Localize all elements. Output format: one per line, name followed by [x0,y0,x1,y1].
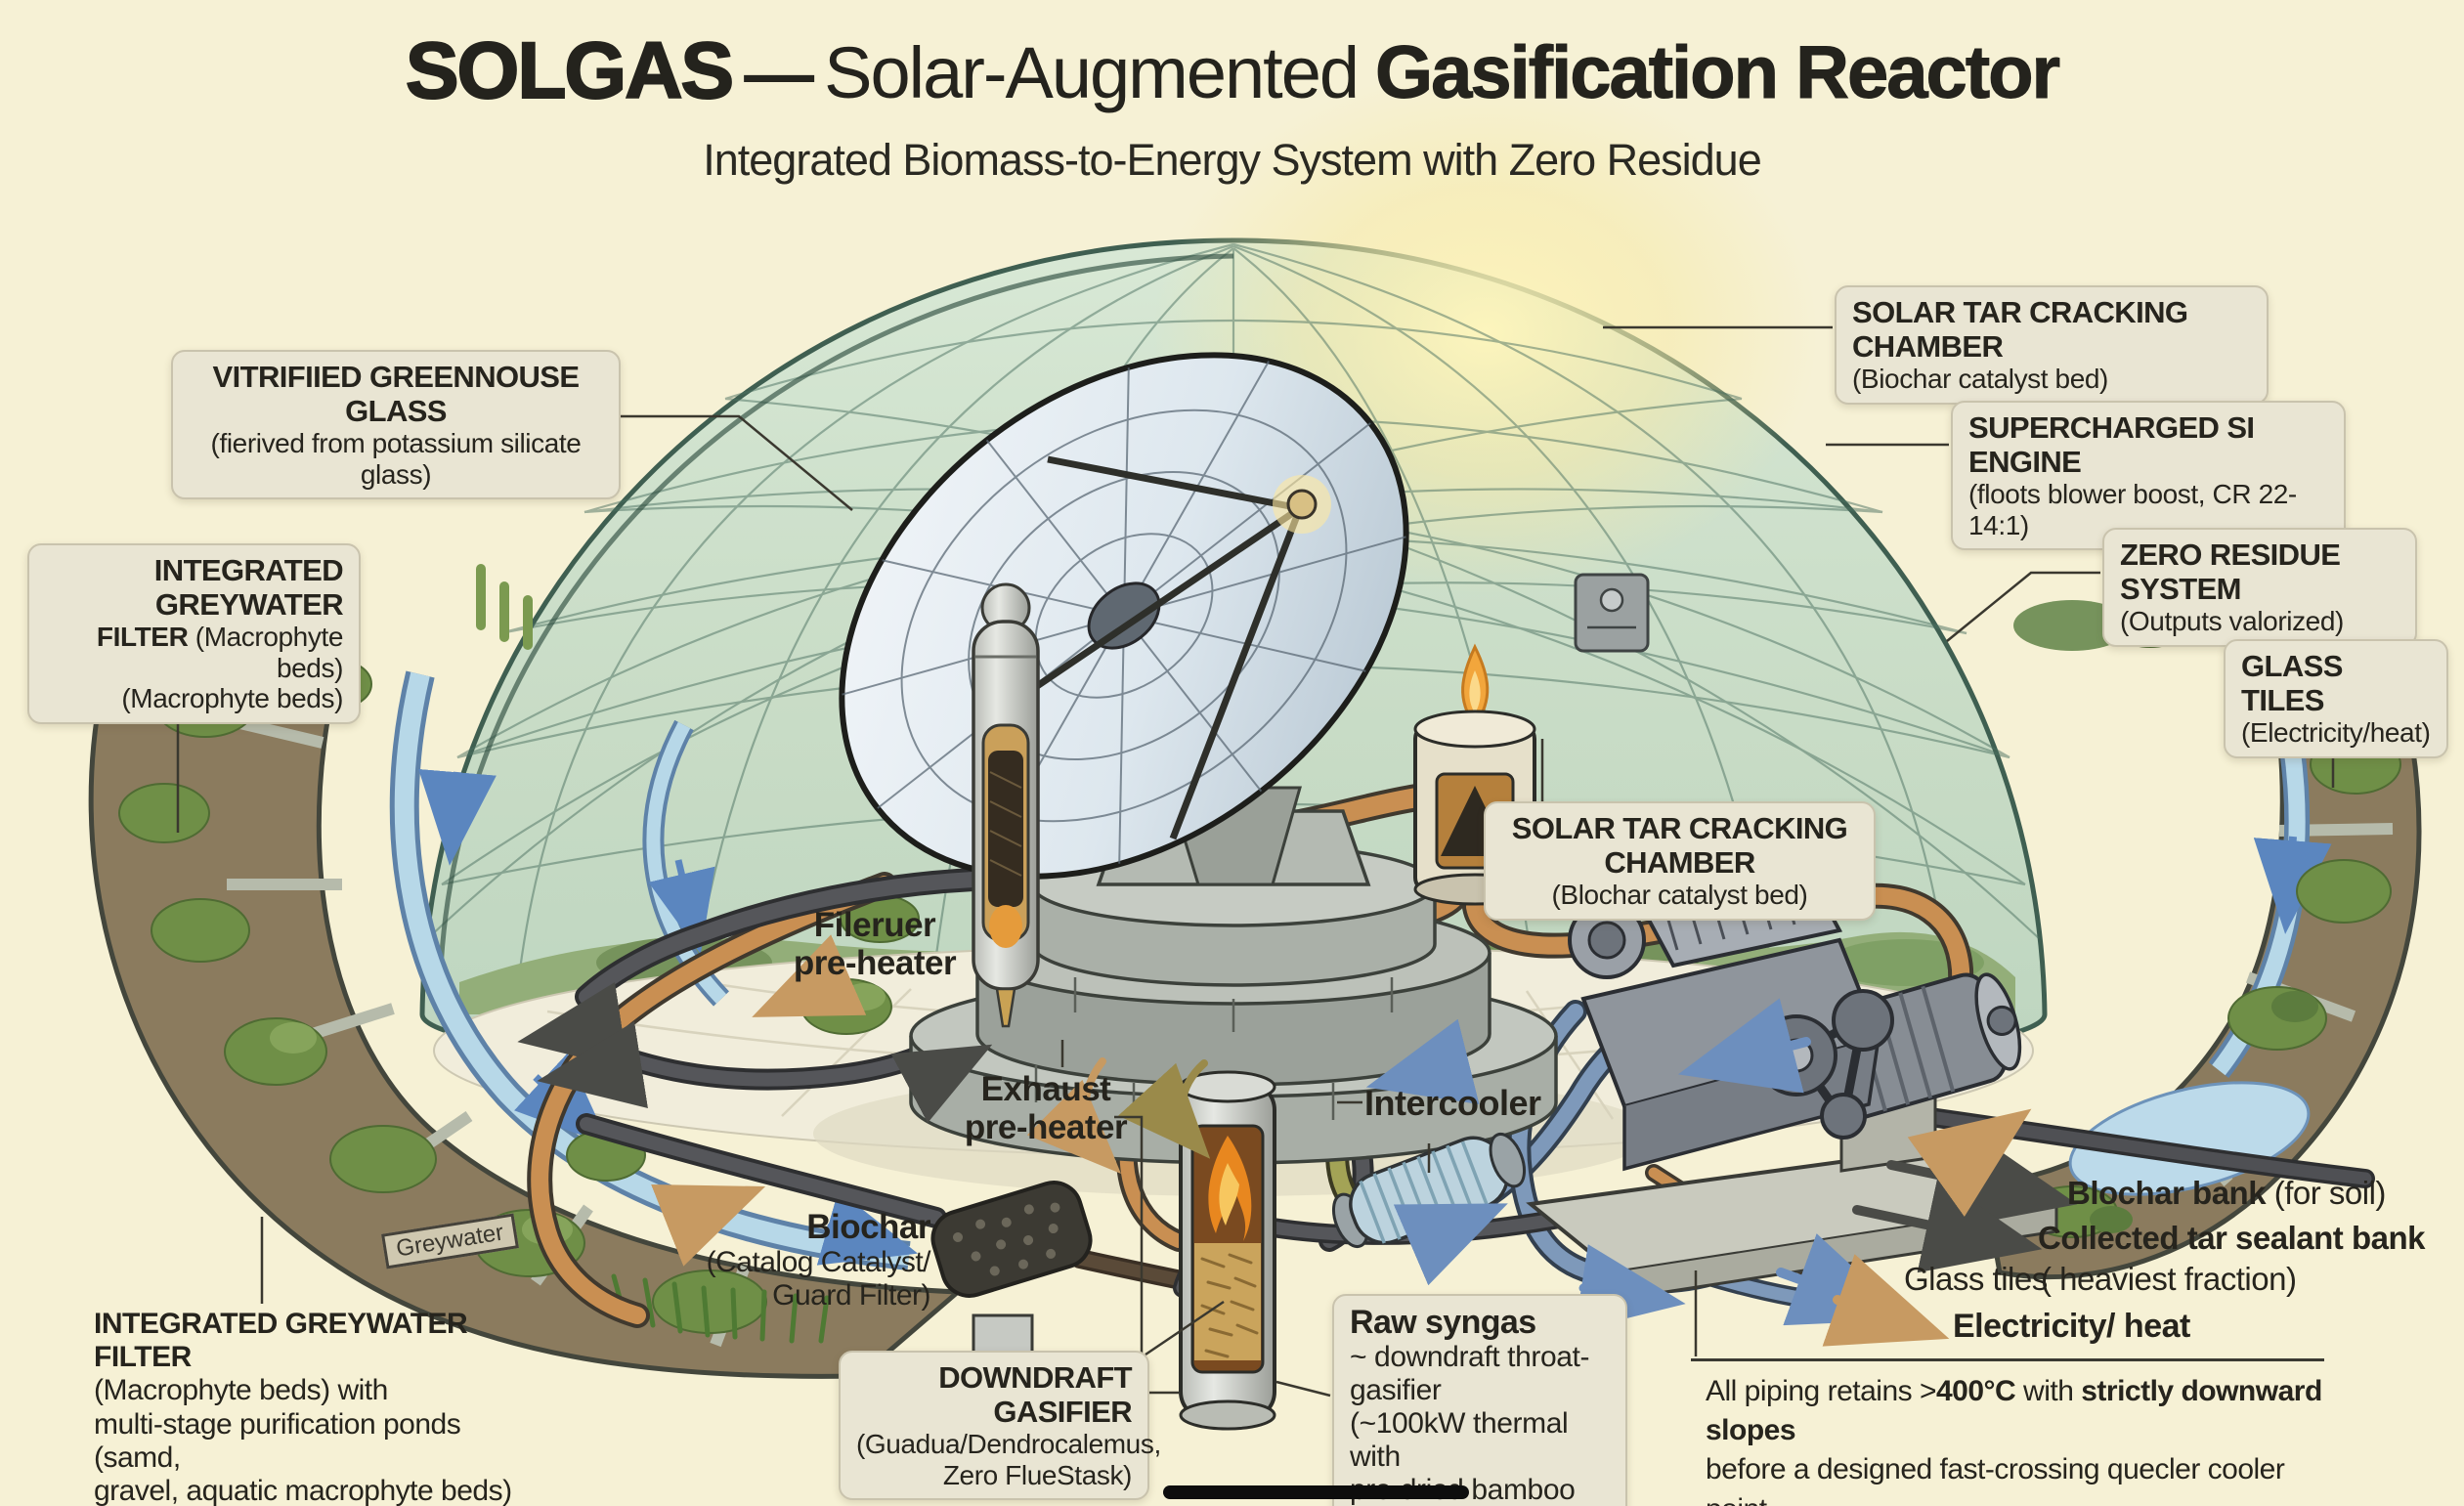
callout-downdraft-gasifier: DOWNDRAFT GASIFIER (Guadua/Dendrocalemus… [839,1351,1161,1501]
callout-subtitle: (Blochar catalyst bed) [1551,880,1808,911]
footnote-seg: with [2015,1375,2082,1407]
label-line2: (Catalog Catalyst/ [706,1246,931,1279]
callout-vitrified-glass: VITRIFIIED GREENNOUSE GLASS (fierived fr… [171,350,621,500]
label-line2: pre-heater [793,943,957,982]
label-filter-preheater: Fileruer pre-heater [748,906,1002,982]
label-line2: pre-heater [964,1107,1128,1146]
callout-glass-tiles: GLASS TILES (Electricity/heat) [2224,639,2448,758]
downdraft-gasifier-vessel [1179,1070,1276,1431]
footnote-line1: All piping retains >400°C with strictly … [1706,1372,2351,1450]
bottom-bar [1163,1485,1469,1499]
label-exhaust-preheater: Exhaust pre-heater [919,1070,1173,1146]
footnote-divider [1691,1358,2324,1361]
callout-line3: gasifier [1350,1374,1442,1407]
callout-title: SUPERCHARGED SI ENGINE [1968,410,2255,480]
footnote-line4: gravel, aquatic macrophyte beds) [94,1474,512,1506]
callout-solar-tar-mid: SOLAR TAR CRACKING CHAMBER (Blochar cata… [1484,801,1876,921]
output-bold: Blochar bank [2067,1175,2267,1211]
page-subtitle: Integrated Biomass-to-Energy System with… [703,135,1761,185]
title-mid: Solar-Augmented [824,32,1360,113]
callout-line2: FILTER (Macrophyte beds) [45,622,344,683]
callout-zero-residue: ZERO RESIDUE SYSTEM (Outputs valorized) [2102,528,2417,647]
footnote-line2: (Macrophyte beds) with [94,1374,388,1407]
callout-title: GLASS TILES [2241,649,2343,718]
output-note: (for soil) [2266,1175,2387,1211]
callout-line2: ~ downdraft throat- [1350,1341,1590,1374]
output-electricity-heat: Electricity/ heat [1953,1308,2190,1345]
callout-solar-tar-top: SOLAR TAR CRACKING CHAMBER (Biochar cata… [1835,285,2269,405]
label-line1: Fileruer [813,906,936,944]
callout-raw-syngas: Raw syngas ~ downdraft throat- gasifier … [1332,1294,1627,1506]
output-tar-bank: Collected tar sealant bank [2038,1220,2425,1256]
footnote-line3: multi-stage purification ponds (samd, [94,1407,461,1474]
callout-title: VITRIFIIED GREENNOUSE GLASS [212,360,581,429]
output-tar-bank-note: ( heaviest fraction) [2041,1261,2297,1297]
callout-title: ZERO RESIDUE SYSTEM [2120,538,2341,607]
callout-line4: (~100kW thermal with [1350,1407,1569,1474]
callout-subtitle: (Electricity/heat) [2241,717,2431,749]
title-brand: SOLGAS [405,25,735,116]
callout-title: DOWNDRAFT GASIFIER [938,1360,1132,1430]
label-line1: Exhaust [980,1070,1111,1108]
footnote-seg-bold: 400°C [1935,1375,2016,1407]
footnote-line1: INTEGRATED GREYWATER FILTER [94,1308,468,1374]
callout-line2-bold: FILTER [96,622,189,653]
callout-subtitle: (Biochar catalyst bed) [1852,364,2108,395]
callout-line2-normal: (Macrophyte beds) [188,622,344,683]
title-dash: — [744,35,814,113]
callout-title: SOLAR TAR CRACKING CHAMBER [1852,295,2188,365]
label-intercooler: Intercooler [1364,1083,1541,1123]
callout-subtitle: (floots blower boost, CR 22-14:1) [1968,479,2297,540]
biochar-guard-filter [930,1181,1093,1362]
footnote-seg-bold: strictly downward slopes [1706,1375,2322,1447]
output-glass-tiles: Glass tiles [1904,1261,2048,1297]
callout-title: SOLAR TAR CRACKING CHAMBER [1511,811,1848,881]
junction-box [1574,573,1650,653]
flow-arrows [517,934,2078,1347]
callout-line3: (Macrophyte beds) [121,683,343,714]
footnote-greywater: INTEGRATED GREYWATER FILTER (Macrophyte … [94,1308,553,1506]
callout-si-engine: SUPERCHARGED SI ENGINE (floots blower bo… [1951,401,2346,551]
label-line1: Biochar [806,1208,930,1246]
title-tail: Gasification Reactor [1375,31,2061,115]
callout-subtitle: (Outputs valorized) [2120,606,2344,637]
callout-greywater-filter: INTEGRATED GREYWATER FILTER (Macrophyte … [27,543,361,724]
filter-column [972,582,1040,1028]
callout-line1: INTEGRATED GREYWATER [153,553,344,623]
footnote-line2: before a designed fast-crossing quecler … [1706,1453,2285,1506]
footnote-seg: All piping retains > [1706,1375,1936,1407]
footnote-piping: All piping retains >400°C with strictly … [1706,1372,2351,1506]
callout-subtitle: (fierived from potassium silicate glass) [210,428,582,490]
output-biochar-bank: Blochar bank (for soil) [2067,1175,2386,1212]
label-line3: Guard Filter) [772,1278,930,1312]
callout-line2: (Guadua/Dendrocalemus, [856,1429,1161,1460]
callout-title: Raw syngas [1350,1304,1536,1341]
label-biochar: Biochar (Catalog Catalyst/ Guard Filter) [682,1208,931,1312]
callout-line3: Zero FlueStask) [942,1459,1133,1490]
